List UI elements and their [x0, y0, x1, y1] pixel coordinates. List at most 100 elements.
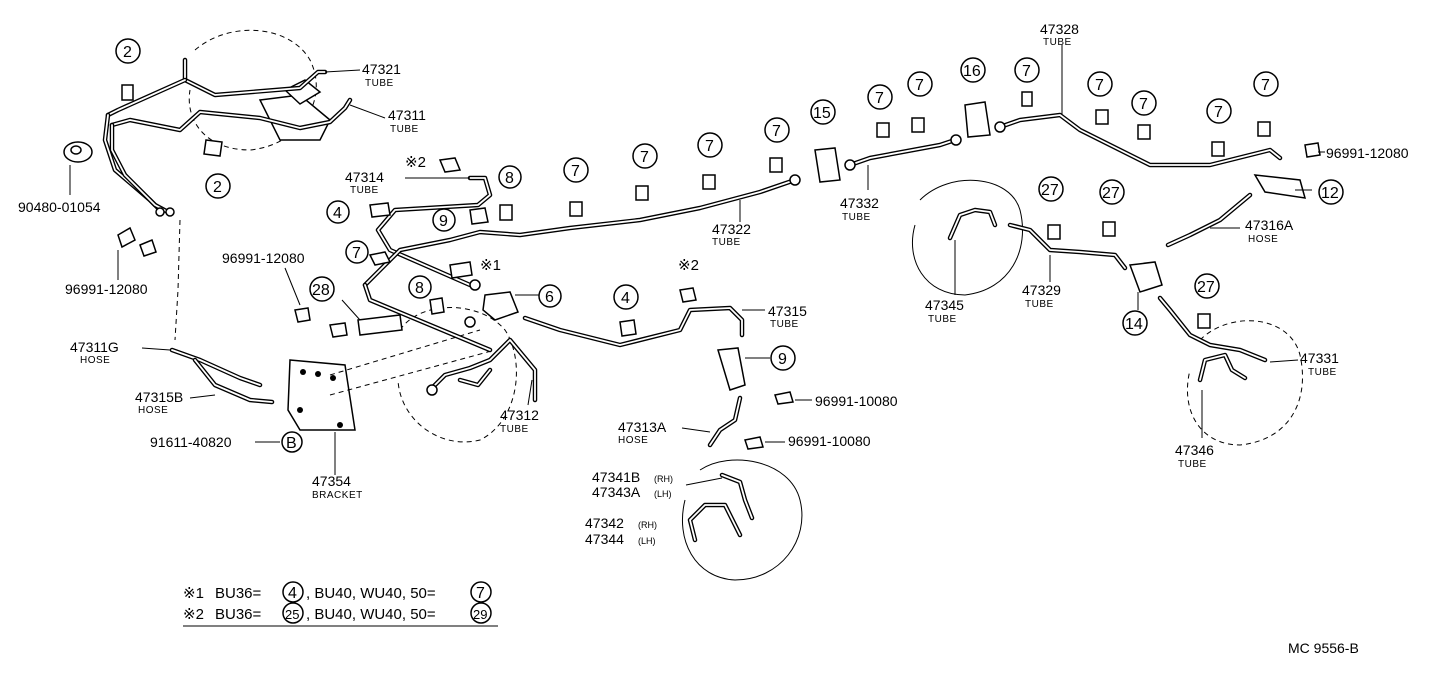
- clip-icon: [774, 391, 794, 405]
- ref-label: 7: [571, 163, 580, 180]
- clip-icon: [499, 204, 513, 221]
- ref-circle-6: 6: [538, 284, 562, 308]
- clip-icon: [911, 117, 925, 133]
- footnote-1-ref2: 7: [476, 585, 485, 602]
- footnote-2-ref: 25: [285, 607, 299, 622]
- tube-47329-line: [1007, 222, 1128, 271]
- variant-47343a: (LH): [654, 489, 672, 499]
- ref-label: 8: [505, 170, 514, 187]
- ref-label: 28: [312, 282, 330, 299]
- mark-2-label: ※2: [678, 257, 699, 274]
- clip-icon: [569, 201, 583, 217]
- bracket-icon: [357, 314, 403, 336]
- clip-icon: [1137, 124, 1151, 140]
- ref-label: 9: [439, 213, 448, 230]
- ref-circle-28: 28: [309, 276, 335, 302]
- footnote-2-lead: BU36=: [215, 606, 262, 623]
- tube-47341b-line: [687, 472, 755, 543]
- ref-label: 7: [1139, 96, 1148, 113]
- part-name-47354: BRACKET: [312, 490, 363, 501]
- ref-label: 7: [772, 123, 781, 140]
- part-name-47321: TUBE: [365, 78, 394, 89]
- footnote-2-mark: ※2: [183, 606, 204, 623]
- ref-circle-12: 12: [1318, 179, 1344, 205]
- ref-label: 6: [545, 289, 554, 306]
- clip-icon: [1197, 313, 1211, 329]
- three-way-joint-icon: [1128, 261, 1163, 293]
- ref-label: 7: [352, 245, 361, 262]
- part-number-47331: 47331: [1300, 350, 1339, 366]
- part-name-47312: TUBE: [500, 424, 529, 435]
- clip-icon: [449, 261, 473, 279]
- ref-circle-9-b: 9: [770, 345, 796, 371]
- part-number-47345: 47345: [925, 297, 964, 313]
- part-number-91611: 91611-40820: [150, 434, 232, 450]
- tube-47312-line: [427, 337, 538, 403]
- part-name-47329: TUBE: [1025, 299, 1054, 310]
- part-number-96991-10080a: 96991-10080: [815, 393, 898, 409]
- clip-icon: [1257, 121, 1271, 137]
- ref-circle-7-j: 7: [1131, 90, 1157, 116]
- bracket-icon: [964, 101, 991, 138]
- hose-47316a-line: [1165, 192, 1253, 248]
- clip-icon: [139, 238, 157, 257]
- ref-circle-b: [281, 431, 303, 453]
- flare-nut-icon: [844, 159, 856, 171]
- part-number-47328: 47328: [1040, 21, 1079, 37]
- clip-icon: [619, 319, 637, 337]
- part-name-47345: TUBE: [928, 314, 957, 325]
- tube-47314-line: [375, 175, 493, 288]
- tube-47311-line: [102, 97, 353, 215]
- diagram-code: MC 9556-B: [1288, 640, 1359, 656]
- ref-circle-4-a: 4: [326, 200, 350, 224]
- ref-label: 7: [1261, 77, 1270, 94]
- clip-icon: [1211, 141, 1225, 157]
- ref-label: 7: [1214, 104, 1223, 121]
- clip-icon: [368, 251, 392, 266]
- part-name-47311g: HOSE: [80, 355, 110, 366]
- ref-label: 8: [415, 280, 424, 297]
- footnote-1-mark: ※1: [183, 585, 204, 602]
- ref-circle-7-a: 7: [345, 240, 369, 264]
- variant-47342: (RH): [638, 520, 657, 530]
- ref-label: 7: [1022, 63, 1031, 80]
- master-cylinder-assembly: [188, 29, 331, 151]
- part-number-96991-10080b: 96991-10080: [788, 433, 871, 449]
- part-number-47314: 47314: [345, 169, 384, 185]
- hose-47313a-line: [707, 395, 743, 448]
- clip-icon: [769, 157, 783, 173]
- ref-label: 7: [915, 77, 924, 94]
- clip-icon: [1047, 224, 1061, 240]
- footnote-1-rest: , BU40, WU40, 50=: [306, 585, 436, 602]
- part-number-47321: 47321: [362, 61, 401, 77]
- ref-label: 7: [705, 138, 714, 155]
- front-left-wheel-outline: [397, 307, 517, 443]
- front-right-wheel-outline: [681, 459, 803, 581]
- clip-icon: [429, 297, 445, 315]
- ref-label: 27: [1197, 279, 1215, 296]
- flare-nut-icon: [950, 134, 962, 146]
- part-name-47314: TUBE: [350, 185, 379, 196]
- part-number-47332: 47332: [840, 195, 879, 211]
- tube-47331-line: [1157, 295, 1268, 383]
- ref-circle-15: 15: [810, 99, 836, 125]
- clip-icon: [1102, 221, 1116, 237]
- three-way-joint-icon: [464, 279, 519, 328]
- footnote-1-ref: 4: [288, 585, 297, 602]
- part-number-47343a: 47343A: [592, 484, 641, 500]
- part-number-47312: 47312: [500, 407, 539, 423]
- clip-icon: [117, 226, 136, 249]
- clip-icon: [294, 307, 311, 323]
- ref-circle-9-a: 9: [432, 208, 456, 232]
- clip-icon: [1304, 142, 1321, 158]
- tube-47321-line: [105, 57, 328, 118]
- tube-47345-line: [947, 207, 998, 241]
- ref-label: 2: [213, 179, 222, 196]
- part-number-90480: 90480-01054: [18, 199, 101, 215]
- variant-47344: (LH): [638, 536, 656, 546]
- part-number-47313a: 47313A: [618, 419, 667, 435]
- ref-label: 12: [1321, 185, 1339, 202]
- ref-circle-27-a: 27: [1038, 176, 1064, 202]
- ref-label: 27: [1102, 185, 1120, 202]
